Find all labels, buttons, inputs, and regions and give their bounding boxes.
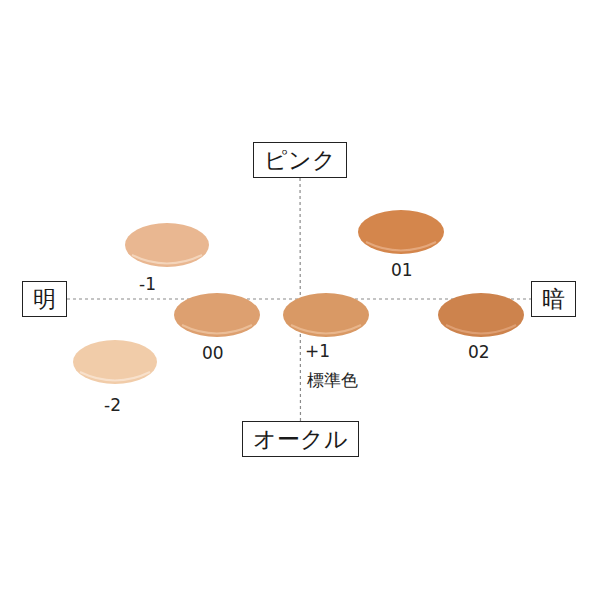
axis-label: 暗 [542, 285, 565, 313]
shade-number: 02 [468, 342, 490, 362]
axis-box: オークル [242, 421, 359, 457]
shade-number: -2 [104, 395, 121, 415]
axis-box: 明 [22, 281, 67, 317]
axis-label: ピンク [264, 146, 336, 174]
axis-label: オークル [253, 425, 348, 453]
axis-box: ピンク [253, 142, 347, 178]
shade-note: 標準色 [307, 370, 358, 390]
shade-number: 00 [202, 343, 224, 363]
shade-number: -1 [139, 274, 156, 294]
foundation-swatches [73, 210, 524, 384]
axis-box: 暗 [531, 281, 576, 317]
axis-label: 明 [33, 285, 56, 313]
shade-number: +1 [305, 341, 330, 361]
shade-number: 01 [391, 260, 413, 280]
